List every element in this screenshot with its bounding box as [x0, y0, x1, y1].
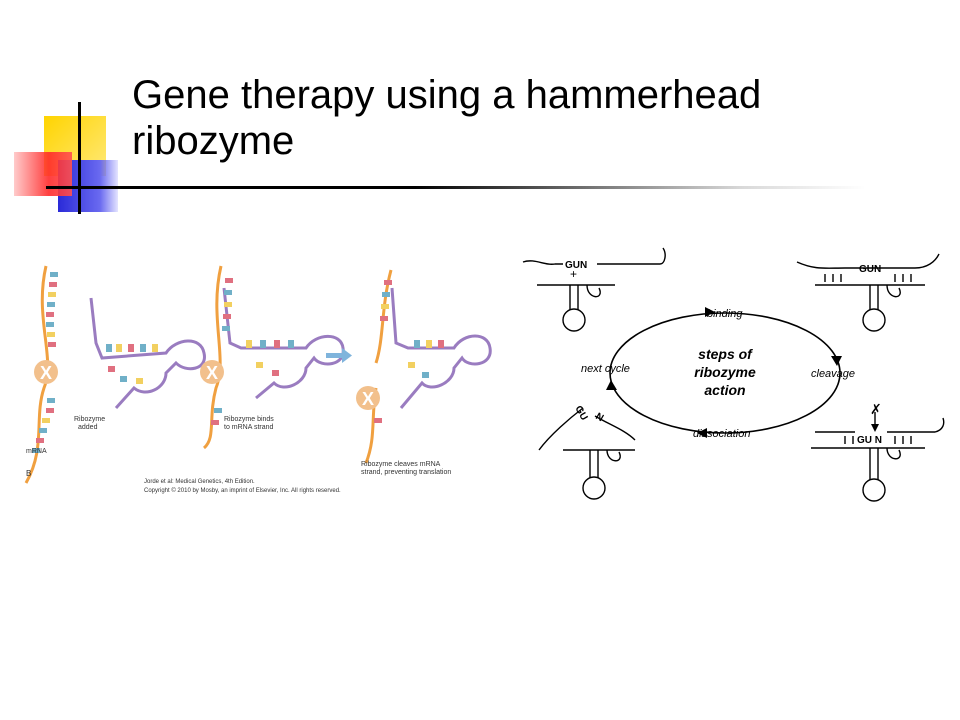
- ribozyme-strand-2: [222, 287, 345, 400]
- panel-arrow: [326, 348, 352, 363]
- step-binding: binding: [707, 308, 743, 320]
- cycle-ellipse: [609, 312, 841, 434]
- x-marker-text-1: X: [40, 363, 52, 383]
- title-line-2: ribozyme: [132, 119, 295, 163]
- x-marker-2: X: [200, 360, 224, 384]
- center-label-2: ribozyme: [694, 364, 756, 380]
- x-marker-text-2: X: [206, 363, 218, 383]
- cycle-arrowhead-dissociation: [697, 428, 707, 438]
- label-mrna: mRNA: [26, 448, 47, 455]
- plus-sign: +: [570, 267, 577, 281]
- panel-3: X Ribozyme cleaves mRNA strand, preventi…: [356, 269, 492, 476]
- state-cleaved: [811, 412, 945, 502]
- label-binds-2: to mRNA strand: [224, 424, 274, 431]
- seq-gun-bound: GUN: [859, 264, 881, 275]
- ribozyme-cycle-diagram: steps of ribozyme action binding cleavag…: [522, 247, 945, 502]
- state-free: [522, 247, 666, 332]
- panel-letter: B: [26, 469, 31, 478]
- title-vertical-rule: [78, 102, 81, 214]
- cycle-arrowhead-next: [606, 380, 617, 390]
- step-cleavage: cleavage: [811, 368, 855, 380]
- x-marker-3: X: [356, 386, 380, 410]
- label-cleaves-1: Ribozyme cleaves mRNA: [361, 461, 441, 468]
- mrna-strand-2: [202, 265, 223, 450]
- step-dissociation: dissociation: [693, 428, 750, 440]
- ribozyme-illustration: X Ribozyme added mRNA B X Ribozyme binds…: [24, 265, 492, 494]
- page-title: Gene therapy using a hammerhead ribozyme: [132, 72, 932, 164]
- panel-1: X Ribozyme added mRNA B: [24, 265, 206, 484]
- bases-panel-2: [211, 278, 294, 425]
- seq-gu-n-cleaved: GU N: [857, 435, 882, 446]
- title-rule: [46, 186, 866, 189]
- state-bound: [796, 253, 940, 332]
- state-dissociated: [538, 407, 636, 500]
- x-marker-1: X: [34, 360, 58, 384]
- deco-red-square: [14, 152, 72, 196]
- cycle-arrowhead-cleavage: [831, 356, 842, 366]
- cycle-arrowhead-binding: [705, 307, 715, 317]
- title-line-1: Gene therapy using a hammerhead: [132, 73, 762, 117]
- cleavage-arrowhead: [871, 424, 879, 432]
- seq-split-gu: GU: [572, 404, 589, 422]
- label-binds-1: Ribozyme binds: [224, 416, 274, 423]
- seq-split-n: N: [594, 411, 606, 424]
- bases-panel-1: [32, 272, 158, 453]
- label-ribozyme-added-2: added: [78, 424, 98, 431]
- center-label-1: steps of: [698, 346, 753, 362]
- x-marker-text-3: X: [362, 389, 374, 409]
- figure-credit-2: Copyright © 2010 by Mosby, an imprint of…: [144, 487, 341, 494]
- center-label-3: action: [704, 382, 745, 398]
- ribozyme-strand-3: [390, 287, 492, 409]
- figure-credit-1: Jorde et al: Medical Genetics, 4th Editi…: [144, 479, 255, 485]
- panel-2: X Ribozyme binds to mRNA strand: [200, 265, 345, 450]
- label-cleaves-2: strand, preventing translation: [361, 469, 451, 476]
- seq-gun-free: GUN: [565, 260, 587, 271]
- step-next-cycle: next cycle: [581, 363, 630, 375]
- cut-mark: ✗: [870, 401, 882, 417]
- ribozyme-strand: [89, 297, 206, 410]
- bases-panel-3: [374, 280, 444, 423]
- label-ribozyme-added-1: Ribozyme: [74, 416, 105, 423]
